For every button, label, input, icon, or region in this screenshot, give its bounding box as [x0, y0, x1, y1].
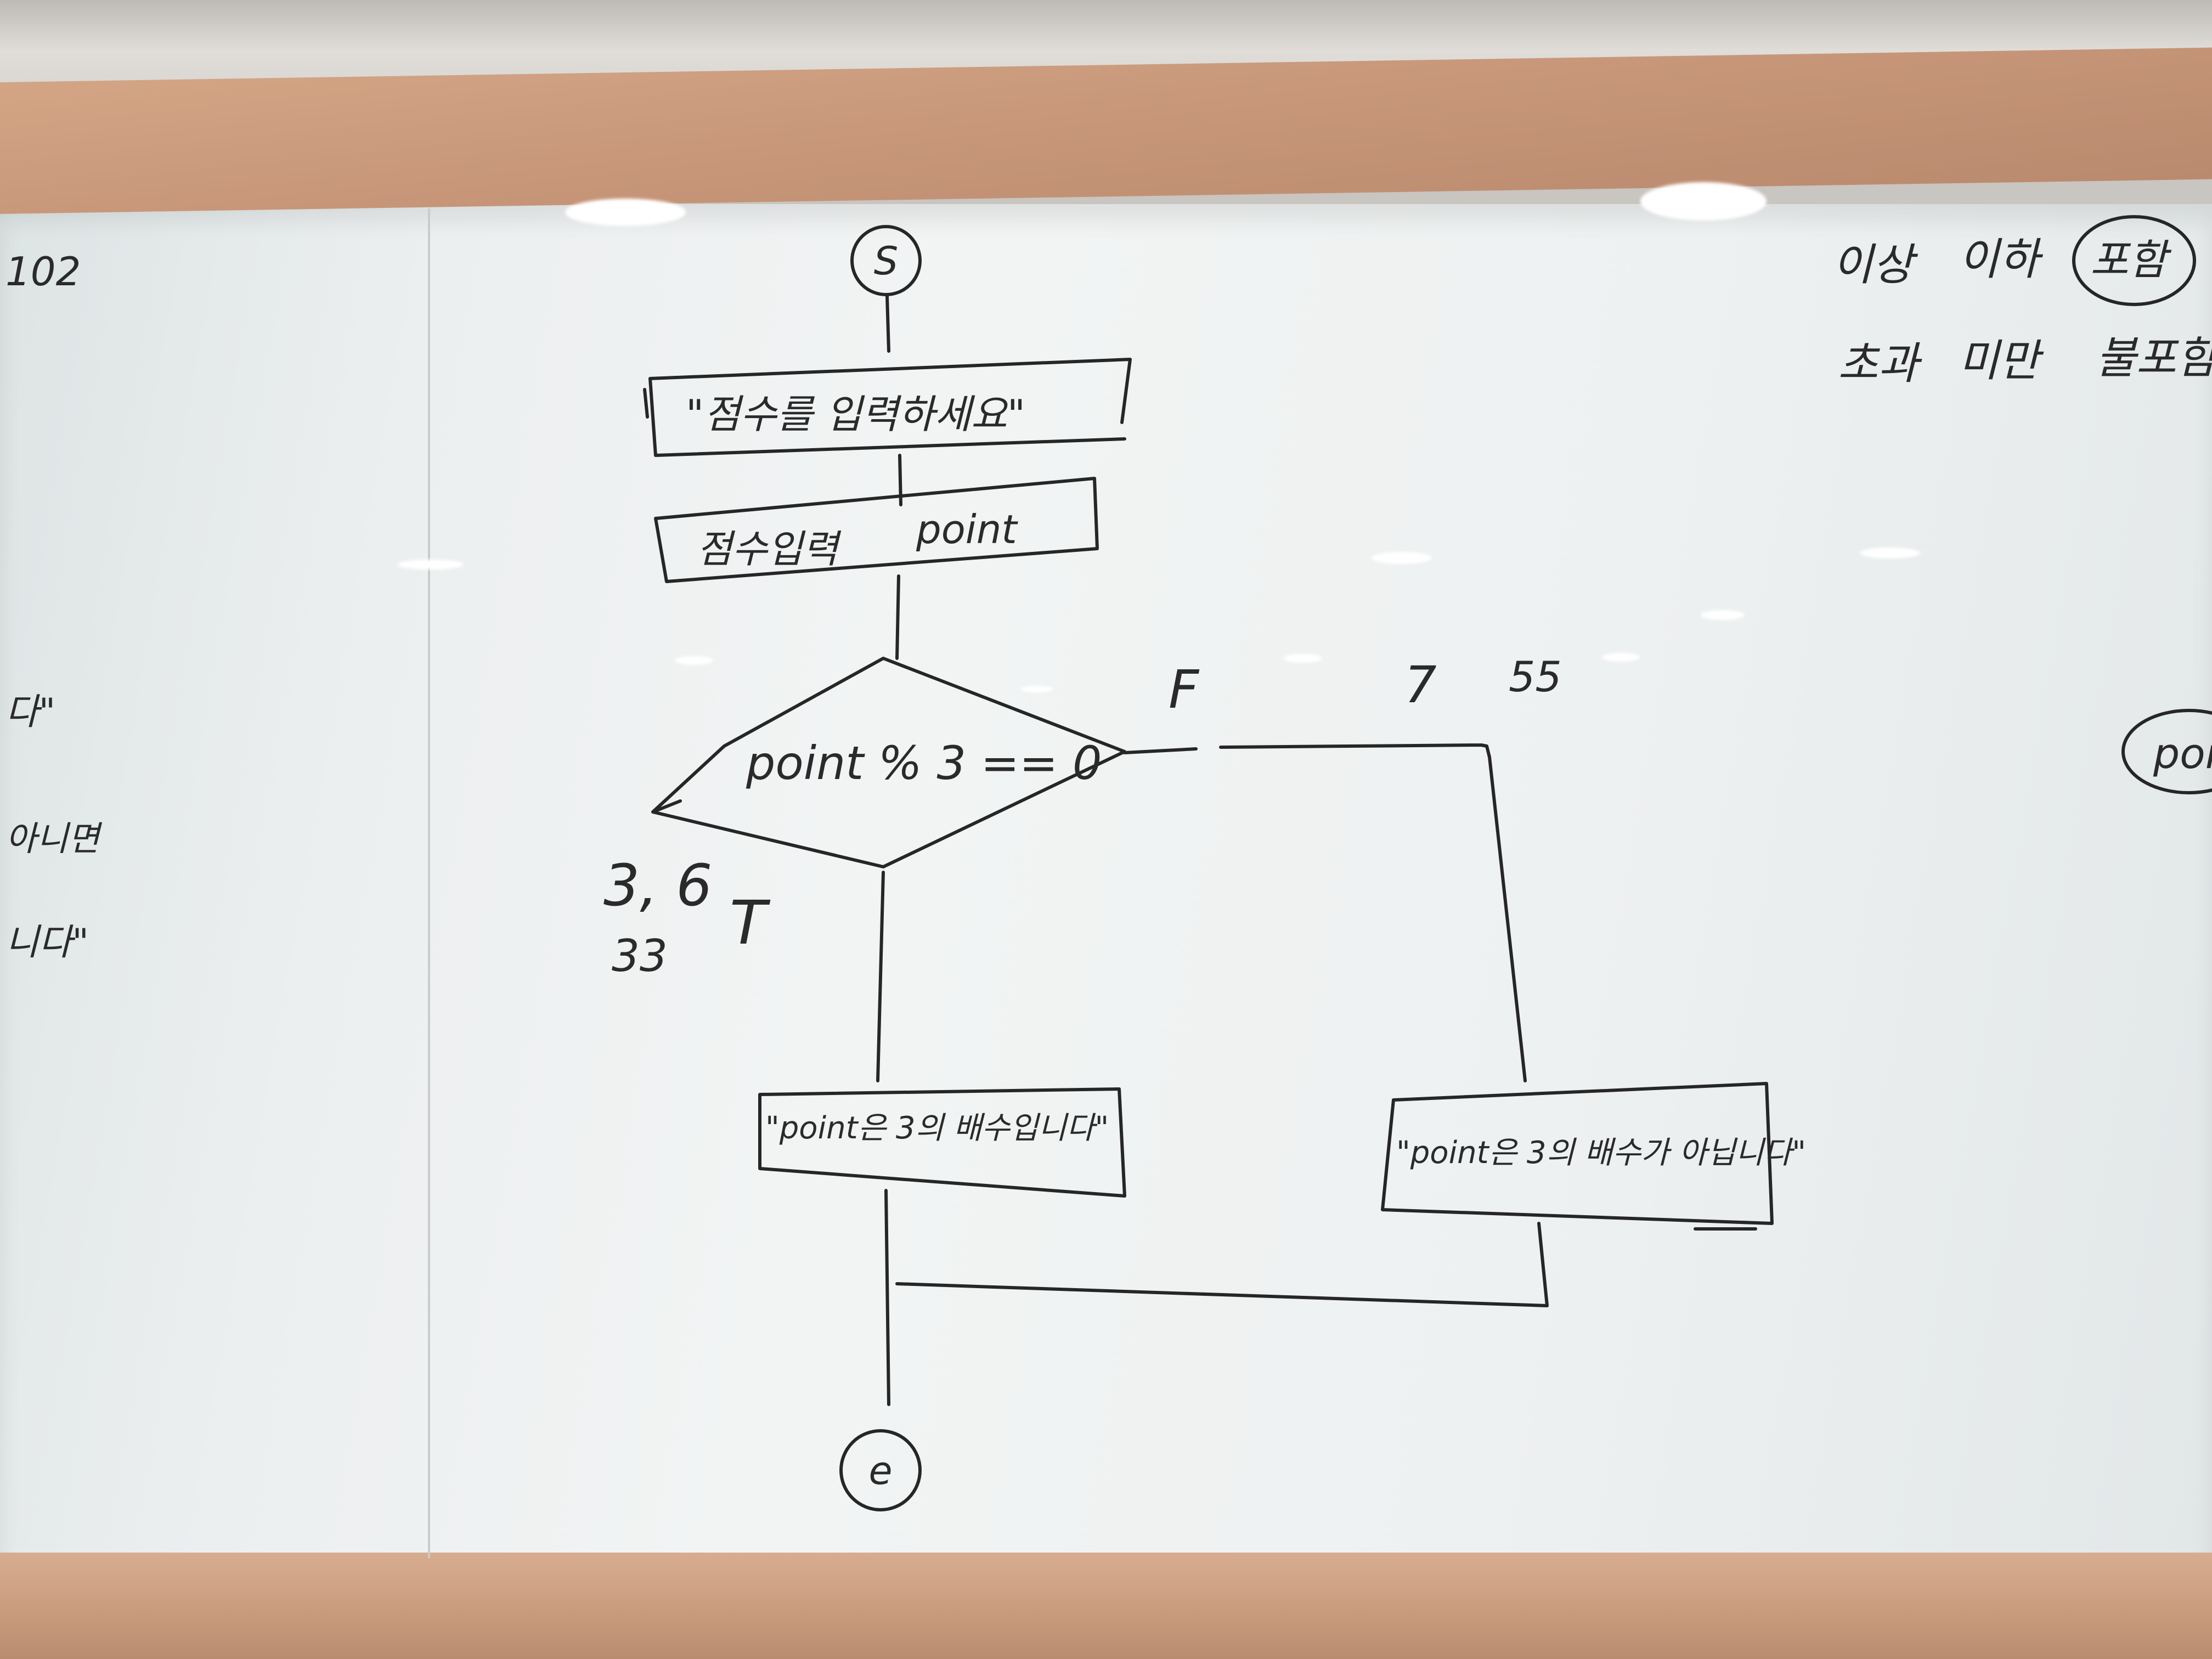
prompt-box — [643, 358, 1132, 457]
right-fragment-oval — [2121, 709, 2212, 794]
light-reflection — [1284, 654, 1322, 663]
true-branch-label: T — [730, 888, 771, 958]
light-reflection — [1860, 548, 1920, 558]
prompt-box-text: "점수를 입력하세요" — [686, 391, 1025, 437]
light-reflection — [398, 560, 464, 569]
light-reflection — [1640, 182, 1767, 221]
right-fragment-text: poi — [2153, 729, 2212, 778]
start-terminal — [850, 225, 922, 296]
false-output-box — [1381, 1082, 1774, 1231]
flow-line-true — [876, 871, 885, 1082]
flow-line — [885, 295, 890, 353]
true-output-text: "point은 3의 배수입니다" — [765, 1110, 1109, 1146]
light-reflection — [1372, 552, 1432, 564]
light-reflection — [1602, 653, 1640, 662]
right-note-row2-b: 미만 — [1959, 335, 2044, 386]
input-box-variable: point — [916, 506, 1018, 552]
start-label: S — [874, 239, 898, 284]
whiteboard-surface — [0, 204, 2212, 1559]
false-branch-label: F — [1169, 659, 1200, 720]
left-note-line2: 다" — [5, 691, 55, 733]
left-note-line3: 아니면 — [5, 819, 103, 859]
decision-diamond — [651, 657, 1126, 868]
light-reflection — [675, 656, 713, 665]
left-note-line4: 니다" — [5, 921, 89, 963]
end-label: e — [868, 1448, 892, 1493]
end-terminal — [839, 1429, 922, 1511]
right-note-row1-c: 포함 — [2090, 235, 2172, 284]
true-example-33: 33 — [612, 930, 668, 981]
input-box — [654, 477, 1099, 583]
right-note-row1-b: 이하 — [1959, 234, 2044, 285]
light-reflection — [1020, 686, 1053, 692]
input-box-label: 점수입력 — [697, 527, 842, 572]
light-reflection — [1701, 610, 1745, 620]
merge-line — [884, 1189, 1549, 1406]
right-note-row2-a: 초과 — [1838, 338, 1922, 389]
right-note-row1-a: 이상 — [1832, 239, 1918, 290]
decision-text: point % 3 == 0 — [746, 736, 1102, 790]
false-example-7: 7 — [1404, 656, 1437, 714]
false-example-55: 55 — [1509, 652, 1562, 701]
flow-line — [895, 574, 900, 660]
flow-line-false — [1123, 743, 1527, 1082]
false-output-text: "point은 3의 배수가 아닙니다" — [1396, 1135, 1806, 1171]
panel-seam — [428, 208, 430, 1558]
light-reflection — [565, 199, 686, 226]
circled-include — [2072, 215, 2196, 306]
true-output-box — [758, 1087, 1126, 1198]
right-note-row2-c: 불포함 — [2096, 332, 2212, 383]
true-example-3-6: 3, 6 — [603, 852, 712, 919]
left-note-102: 102 — [5, 249, 81, 295]
frame-bottom-wood — [0, 1553, 2212, 1659]
